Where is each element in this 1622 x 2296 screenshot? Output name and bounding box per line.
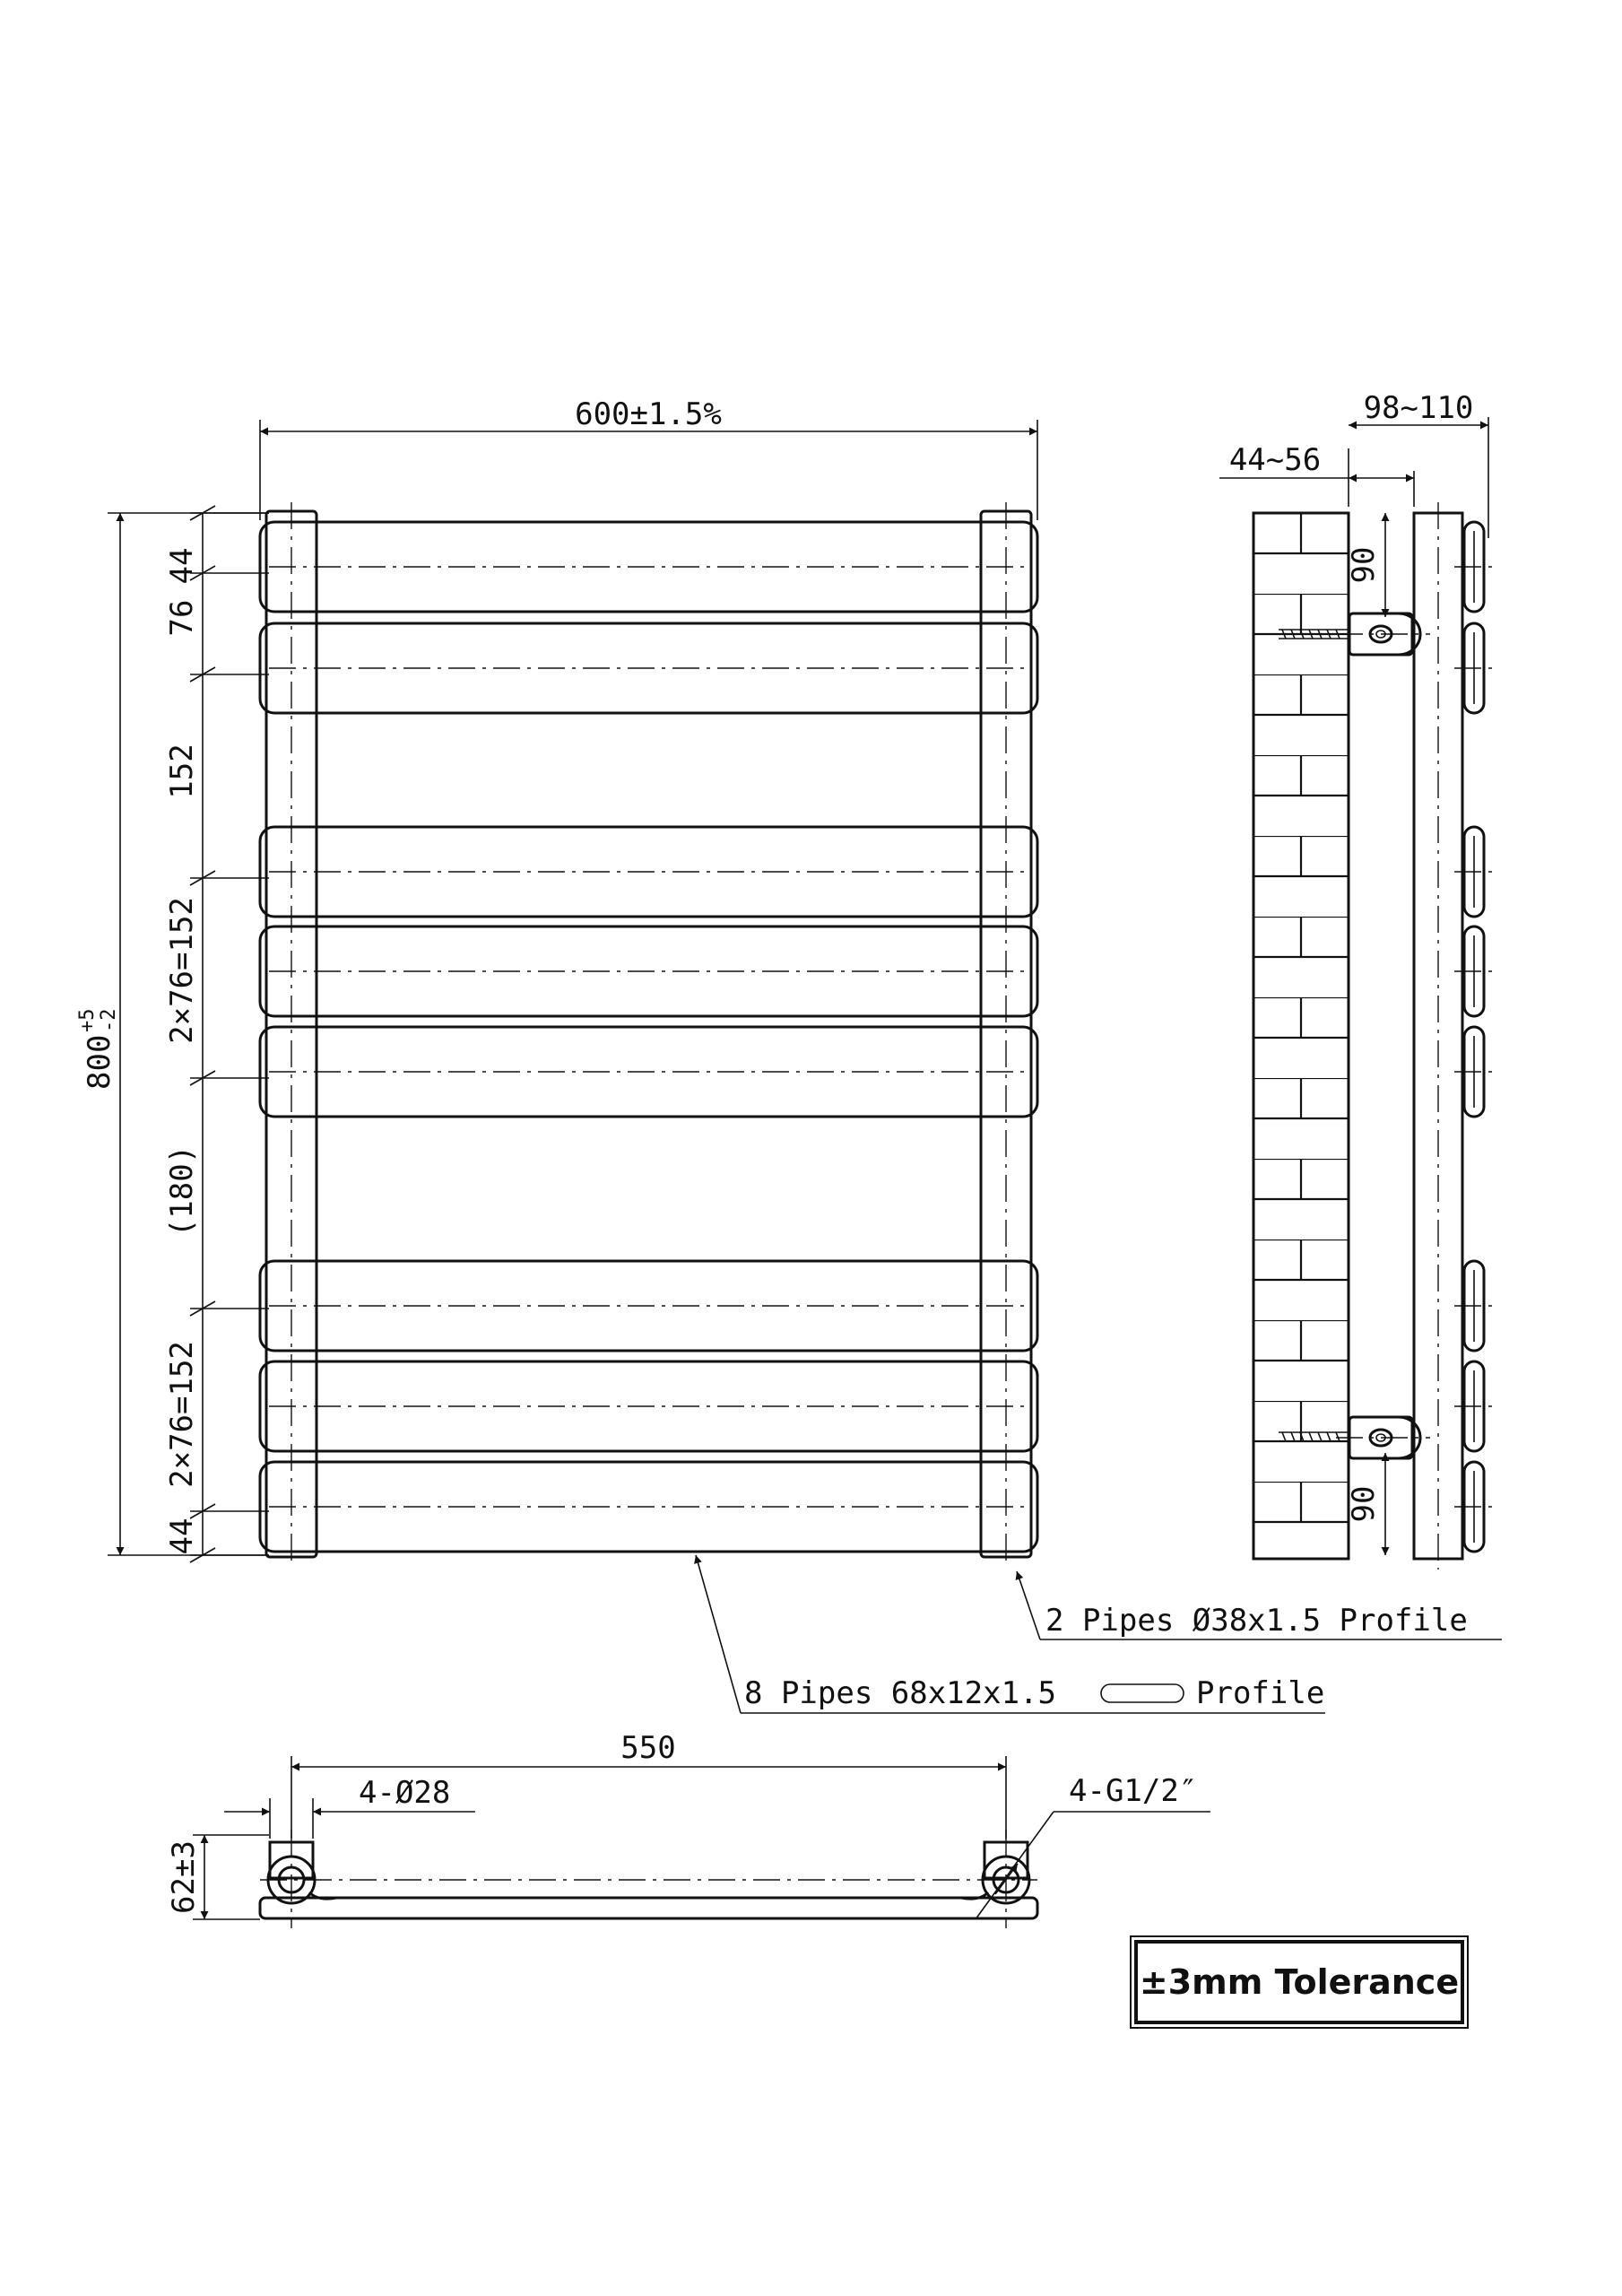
wall-fixing-dim: 4-Ø28 (359, 1775, 450, 1811)
height-tol-upper: +5 (76, 1009, 99, 1033)
side-view: 90 90 98~110 44~56 (1219, 390, 1493, 1570)
bottom-bracket (1279, 1415, 1430, 1460)
bracket-top-dim: 90 (1346, 547, 1382, 584)
horizontal-bar (258, 622, 1039, 715)
spacing-7: 44 (164, 1518, 200, 1555)
bar-profile (1454, 1360, 1493, 1453)
bar-profile (1454, 520, 1493, 613)
spacing-4: 2×76=152 (164, 897, 200, 1044)
height-label: 800 (82, 1035, 117, 1090)
horizontal-bar (258, 925, 1039, 1018)
pipe-callouts: 2 Pipes Ø38x1.5 Profile 8 Pipes 68x12x1.… (694, 1554, 1502, 1714)
bracket-bottom-dim: 90 (1346, 1486, 1382, 1523)
horizontal-bar (258, 1360, 1039, 1453)
horizontal-bar (258, 520, 1039, 613)
top-bracket (1279, 612, 1430, 657)
spacing-3: 152 (164, 744, 200, 798)
height-dimension: 800 +5 -2 (76, 512, 269, 1556)
tolerance-note: ±3mm Tolerance (1130, 1935, 1469, 2029)
horizontal-pipes-profile: Profile (1196, 1675, 1324, 1711)
horizontal-bar (258, 825, 1039, 918)
left-valve (266, 1840, 337, 1905)
depth-dim: 62±3 (166, 1840, 202, 1914)
width-dimension: 600±1.5% (259, 396, 1038, 520)
wall-gap-dim: 44~56 (1229, 442, 1321, 478)
connection-dim: 4-G1/2″ (1069, 1773, 1197, 1809)
width-label: 600±1.5% (575, 396, 722, 432)
spacing-chain: 44 76 152 2×76=152 (180) 2×76=152 44 (164, 505, 269, 1563)
horizontal-bar (258, 1259, 1039, 1352)
bar-profile (1454, 1460, 1493, 1553)
bar-profile (1454, 1025, 1493, 1118)
vertical-pipes-callout: 2 Pipes Ø38x1.5 Profile (1045, 1603, 1468, 1639)
vertical-pipes (265, 502, 1033, 1565)
bar-profile (1454, 622, 1493, 715)
spacing-2: 76 (164, 600, 200, 637)
horizontal-bars (258, 520, 1039, 1553)
horizontal-bar (258, 1025, 1039, 1118)
side-bar-profiles (1454, 520, 1493, 1553)
horizontal-bar (258, 1460, 1039, 1553)
flat-profile-symbol (1100, 1683, 1184, 1703)
spacing-1: 44 (164, 548, 200, 585)
wall-brick (1252, 511, 1350, 1561)
front-view: 600±1.5% 800 +5 -2 44 76 152 2×76=152 (1… (76, 396, 1502, 1714)
tolerance-text: ±3mm Tolerance (1139, 1962, 1460, 2002)
spacing-6: 2×76=152 (164, 1341, 200, 1488)
height-tol-lower: -2 (98, 1009, 120, 1033)
horizontal-pipes-callout: 8 Pipes 68x12x1.5 (744, 1675, 1056, 1711)
bar-plan (258, 1896, 1039, 1920)
centres-dim: 550 (620, 1730, 675, 1766)
bar-profile (1454, 1259, 1493, 1352)
bar-profile (1454, 925, 1493, 1018)
bar-profile (1454, 825, 1493, 918)
bottom-view: 550 4-Ø28 4-G1/2″ 62±3 (166, 1730, 1210, 1928)
projection-dim: 98~110 (1364, 390, 1474, 426)
spacing-5: (180) (164, 1145, 200, 1237)
